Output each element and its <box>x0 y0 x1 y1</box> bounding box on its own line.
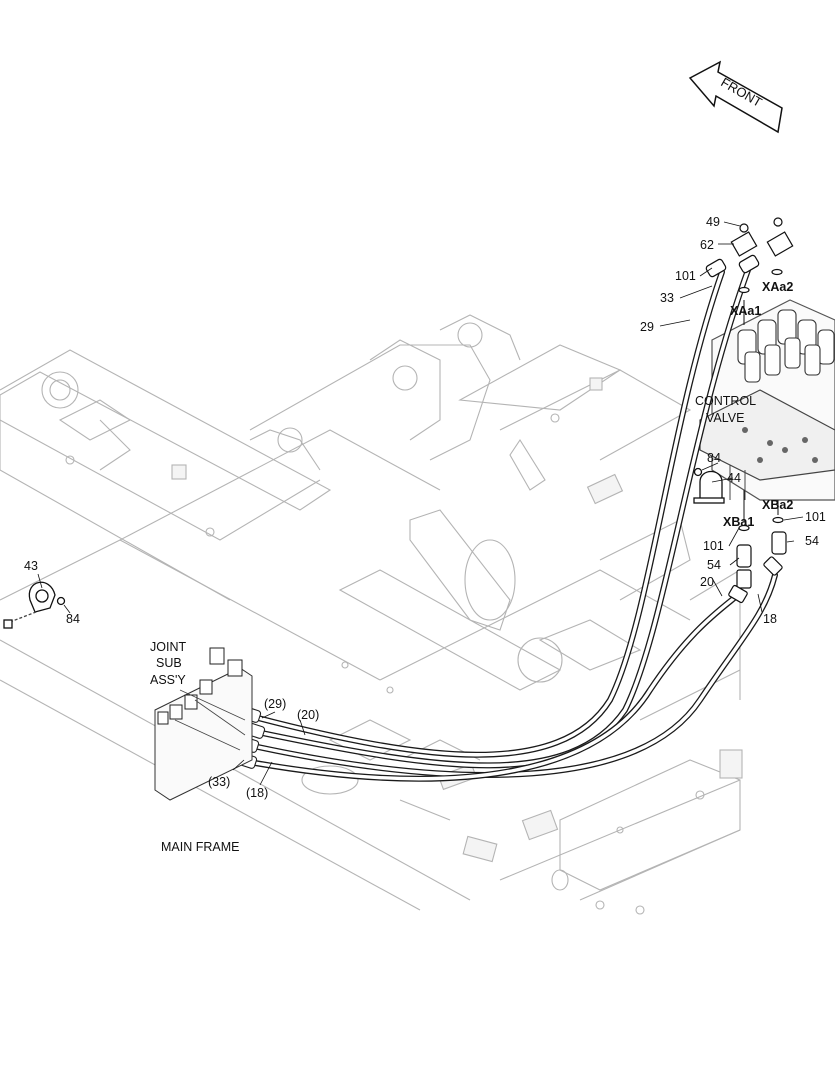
callout-49: 49 <box>706 215 720 229</box>
control-valve <box>699 299 835 501</box>
callout-101-left: 101 <box>703 539 724 553</box>
callout-54-right: 54 <box>805 534 819 548</box>
callout-18: 18 <box>763 612 777 626</box>
callout-labels: 49 62 101 33 29 XAa2 XAa1 CONTROL VALVE … <box>24 215 826 854</box>
callout-54-left: 54 <box>707 558 721 572</box>
callout-101-top: 101 <box>675 269 696 283</box>
front-arrow-icon: FRONT <box>688 60 783 134</box>
callout-84-right: 84 <box>707 451 721 465</box>
callout-43: 43 <box>24 559 38 573</box>
callout-62: 62 <box>700 238 714 252</box>
callout-20: 20 <box>700 575 714 589</box>
port-xaa2: XAa2 <box>762 280 793 294</box>
port-xba1: XBa1 <box>723 515 754 529</box>
callout-84-left: 84 <box>66 612 80 626</box>
hoses <box>252 267 778 782</box>
control-valve-label-2: VALVE <box>706 411 744 425</box>
clamp-left <box>3 581 66 629</box>
callout-20-paren: (20) <box>297 708 319 722</box>
joint-label-1: JOINT <box>150 640 186 654</box>
callout-33-paren: (33) <box>208 775 230 789</box>
leader-lines <box>37 221 804 786</box>
joint-label-3: ASS'Y <box>150 673 186 687</box>
clamp-right <box>693 467 725 504</box>
joint-label-2: SUB <box>156 656 182 670</box>
main-frame-label: MAIN FRAME <box>161 840 239 854</box>
callout-18-paren: (18) <box>246 786 268 800</box>
port-xaa1: XAa1 <box>730 304 761 318</box>
main-frame-structure <box>0 314 743 915</box>
callout-29-paren: (29) <box>264 697 286 711</box>
callout-29: 29 <box>640 320 654 334</box>
joint-sub-assembly <box>154 647 253 801</box>
callout-101-right: 101 <box>805 510 826 524</box>
callout-44: 44 <box>727 471 741 485</box>
lower-fittings <box>728 300 787 604</box>
control-valve-label-1: CONTROL <box>695 394 756 408</box>
top-fittings <box>705 217 794 294</box>
callout-33: 33 <box>660 291 674 305</box>
port-xba2: XBa2 <box>762 498 793 512</box>
